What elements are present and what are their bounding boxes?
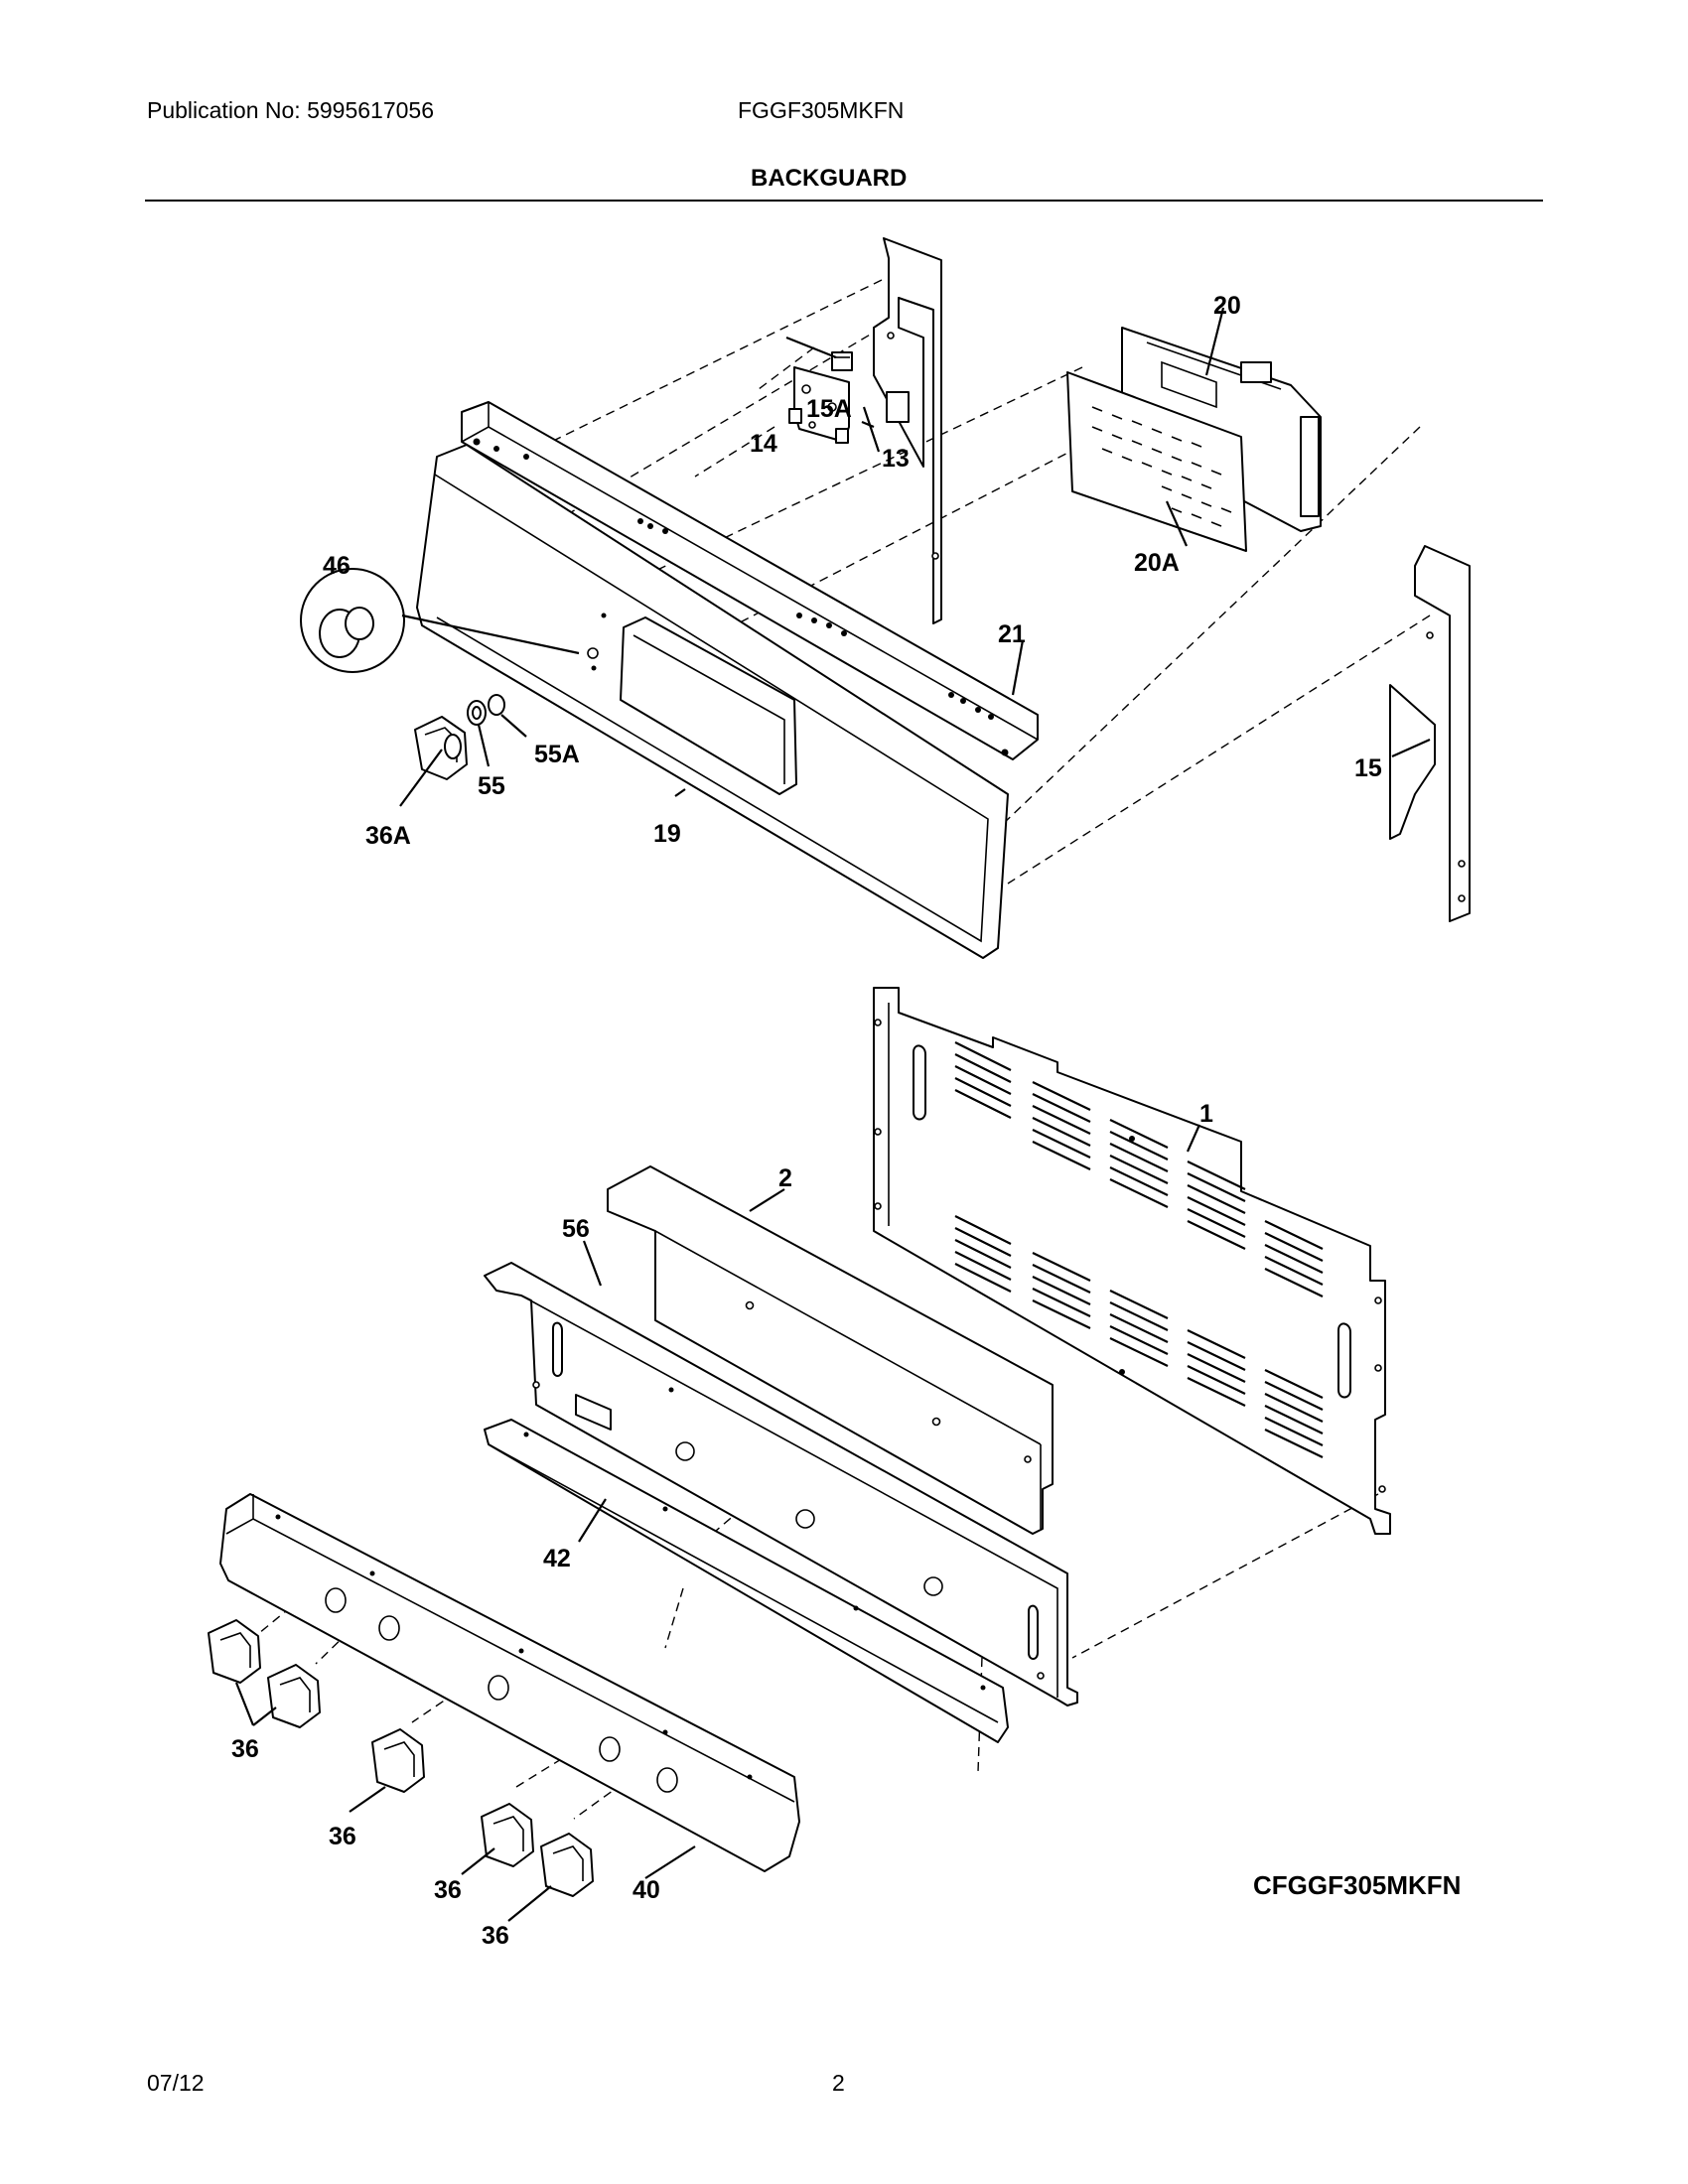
label-36-a: 36 <box>231 1735 259 1763</box>
knob-3 <box>371 1728 425 1793</box>
part-1-rear-panel <box>873 987 1391 1535</box>
label-55: 55 <box>478 772 505 800</box>
part-15-side-bracket <box>1389 545 1471 922</box>
label-56: 56 <box>562 1215 590 1243</box>
model-number: FGGF305MKFN <box>738 97 905 123</box>
label-36a: 36A <box>365 822 411 850</box>
part-40-manifold-cover <box>219 1493 800 1872</box>
label-46: 46 <box>323 552 351 580</box>
label-19: 19 <box>653 820 681 848</box>
section-title: BACKGUARD <box>751 165 908 192</box>
leader-lines-upper <box>399 307 1431 807</box>
part-13-bracket-switch <box>788 366 850 444</box>
part-2-shield <box>607 1165 1054 1535</box>
knob-2 <box>267 1664 321 1728</box>
part-21-top-trim <box>461 401 1039 760</box>
knob-5 <box>540 1833 594 1897</box>
label-40: 40 <box>633 1876 660 1904</box>
part-15a-side-bracket <box>873 237 942 624</box>
label-2: 2 <box>778 1164 792 1192</box>
part-36a-knob <box>414 716 468 780</box>
label-15a: 15A <box>806 395 852 423</box>
header-rule <box>145 200 1543 202</box>
label-36-b: 36 <box>329 1823 356 1850</box>
part-36-knobs <box>208 1619 594 1897</box>
part-14-switch <box>831 351 853 371</box>
label-36-c: 36 <box>434 1876 462 1904</box>
label-21: 21 <box>998 620 1026 648</box>
knob-4 <box>481 1803 534 1867</box>
label-20: 20 <box>1213 292 1241 320</box>
part-19-control-panel <box>416 444 1009 959</box>
label-1: 1 <box>1199 1100 1213 1128</box>
part-46-indicator-callout <box>300 568 580 673</box>
page-number: 2 <box>832 2070 845 2096</box>
knob-1 <box>208 1619 261 1684</box>
label-36-d: 36 <box>482 1922 509 1950</box>
label-14: 14 <box>750 430 777 458</box>
part-20a-overlay <box>1066 371 1247 552</box>
label-15: 15 <box>1354 754 1382 782</box>
publication-number: Publication No: 5995617056 <box>147 97 435 123</box>
label-20a: 20A <box>1134 549 1180 577</box>
label-42: 42 <box>543 1545 571 1572</box>
part-42-trim-strip <box>484 1419 1009 1743</box>
footer-date: 07/12 <box>147 2070 205 2096</box>
part-56-manifold-panel <box>484 1262 1078 1706</box>
diagram-code: CFGGF305MKFN <box>1253 1870 1461 1900</box>
label-13: 13 <box>882 445 910 473</box>
part-55a-washer <box>488 694 505 716</box>
leader-lines-lower <box>234 1124 1201 1922</box>
label-55a: 55A <box>534 741 580 768</box>
part-55-nut <box>467 700 487 726</box>
part-labels: 20 15A 14 13 20A 46 21 55A 15 55 19 36A … <box>231 292 1461 1950</box>
